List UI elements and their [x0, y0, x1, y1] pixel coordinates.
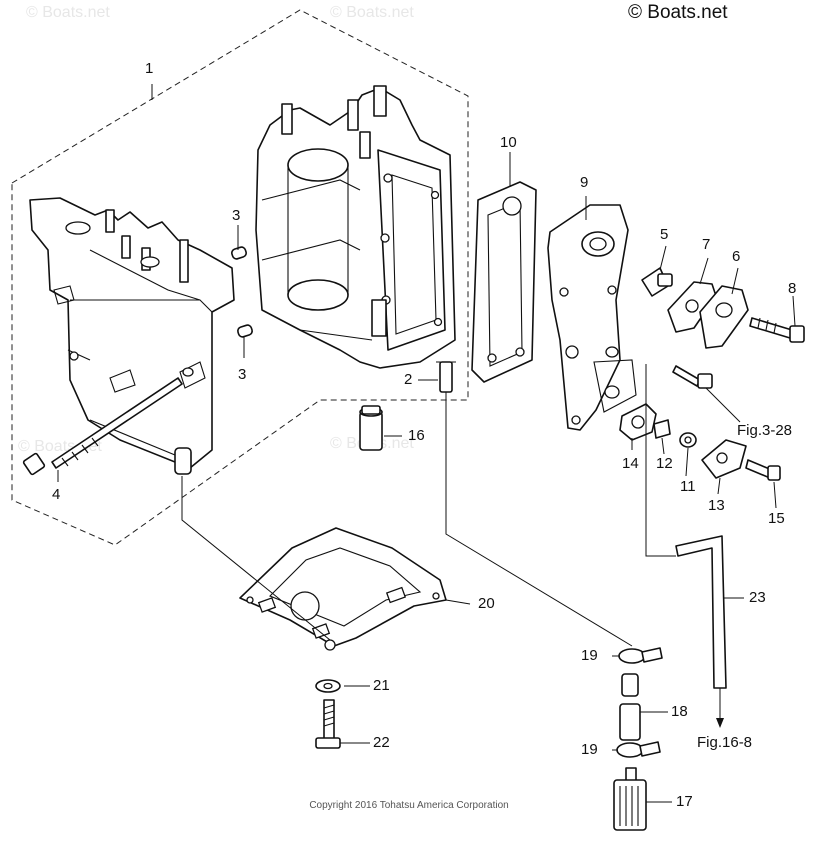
hose-18a: [621, 673, 639, 697]
callout-23: 23: [749, 589, 766, 606]
hose-18b: [619, 703, 641, 741]
callout-21: 21: [373, 677, 390, 694]
callout-6: 6: [732, 248, 741, 265]
bolt-fig-3-28: [672, 365, 701, 387]
gasket-20: [239, 527, 447, 651]
callout-20: 20: [478, 595, 495, 612]
callout-5: 5: [660, 226, 669, 243]
filter-17: [613, 767, 647, 831]
callout-11: 11: [680, 478, 696, 495]
housing-6: [699, 285, 749, 349]
brand-mark: © Boats.net: [628, 2, 728, 23]
callout-12: 12: [656, 455, 673, 472]
callout-16: 16: [408, 427, 425, 444]
callout-3: 3: [232, 207, 241, 224]
gasket-10: [471, 181, 537, 383]
cover-9: [547, 204, 637, 431]
assembly-boundary: [11, 9, 469, 546]
callout-17: 17: [676, 793, 693, 810]
watermark: © Boats.net: [330, 4, 414, 21]
sleeve-16: [359, 405, 383, 451]
dowel-pin: [237, 324, 253, 338]
screw-5: [641, 267, 673, 297]
callout-4: 4: [52, 486, 61, 503]
clamp-19-lower: [616, 741, 661, 758]
callout-13: 13: [708, 497, 725, 514]
watermark: © Boats.net: [26, 4, 110, 21]
bolt-8: [749, 317, 805, 343]
callout-19: 19: [581, 647, 598, 664]
callout-2: 2: [404, 371, 413, 388]
dowel-pin: [231, 246, 247, 260]
callout-10: 10: [500, 134, 517, 151]
callout-19: 19: [581, 741, 598, 758]
hose-23: [675, 535, 727, 689]
callout-8: 8: [788, 280, 797, 297]
reference-fig-3-28[interactable]: Fig.3-28: [737, 422, 793, 439]
fitting: [439, 361, 453, 393]
callout-14: 14: [622, 455, 639, 472]
copyright-notice: Copyright 2016 Tohatsu America Corporati…: [309, 800, 509, 811]
cylinder-block: [255, 85, 456, 369]
clamp-19-upper: [618, 647, 663, 664]
bolt-4: [22, 377, 183, 476]
screw-12: [653, 419, 671, 439]
bolt-22: [315, 699, 341, 749]
callout-9: 9: [580, 174, 589, 191]
callout-18: 18: [671, 703, 688, 720]
callout-7: 7: [702, 236, 711, 253]
reference-fig-16-8[interactable]: Fig.16-8: [697, 734, 753, 751]
callout-3: 3: [238, 366, 247, 383]
callout-1: 1: [145, 60, 154, 77]
crankcase-left-half: [29, 197, 235, 475]
callout-22: 22: [373, 734, 390, 751]
callout-15: 15: [768, 510, 785, 527]
